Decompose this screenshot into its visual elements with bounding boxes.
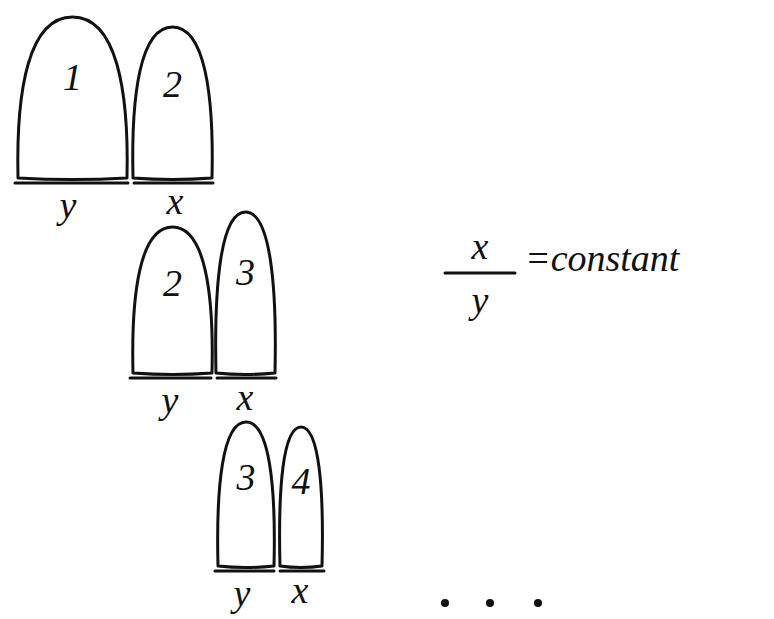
tooth-number: 3: [215, 458, 277, 496]
variable-label: x: [472, 227, 489, 265]
tooth-number: 2: [130, 65, 215, 103]
variable-label: y: [472, 281, 489, 319]
tooth-shape: 2: [130, 25, 215, 180]
tooth-number: 2: [130, 264, 215, 302]
tooth-shape: 4: [277, 425, 325, 568]
variable-label: y: [60, 186, 77, 224]
tooth-shape: 3: [213, 210, 278, 375]
tooth-shape: 3: [215, 420, 277, 568]
variable-label: x: [237, 378, 254, 416]
ellipsis-dot: [441, 599, 449, 607]
tooth-shape: 2: [130, 225, 215, 375]
tooth-outline-path: [18, 17, 127, 180]
variable-label: x: [167, 182, 184, 220]
underline: [15, 182, 128, 185]
variable-label: x: [292, 571, 309, 609]
equation-text: =constant: [525, 239, 679, 277]
ellipsis-dot: [534, 599, 542, 607]
underline: [215, 570, 274, 573]
tooth-shape: 1: [15, 15, 130, 180]
tooth-outline-path: [216, 212, 276, 375]
tooth-number: 4: [277, 462, 325, 500]
tooth-outline: [213, 210, 278, 375]
variable-label: y: [162, 381, 179, 419]
variable-label: y: [234, 574, 251, 612]
tooth-number: 1: [15, 58, 130, 96]
underline: [130, 377, 211, 380]
tooth-outline: [15, 15, 130, 180]
fraction-bar: [445, 272, 515, 275]
tooth-number: 3: [213, 253, 278, 291]
ellipsis-dot: [486, 599, 494, 607]
